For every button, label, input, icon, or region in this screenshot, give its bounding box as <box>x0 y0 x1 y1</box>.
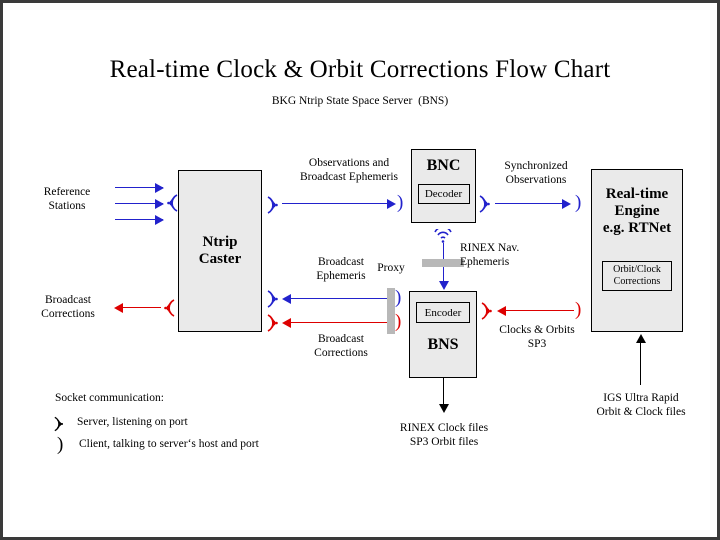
box-bns[interactable]: Encoder BNS <box>409 291 477 378</box>
arrow-igs-to-engine <box>640 343 641 385</box>
box-realtime-engine-label: Real-time Engine e.g. RTNet <box>602 186 672 236</box>
arrowhead-broadcast-corrections-left <box>114 303 123 313</box>
proxy-bar-horizontal <box>387 288 395 334</box>
arrow-ref-station-2 <box>115 203 163 204</box>
box-bns-label: BNS <box>427 336 459 353</box>
arrowhead-bns-to-files <box>439 404 449 413</box>
socket-client-paren-icon-engine-out: ) <box>575 299 582 320</box>
label-synchronized-observations: Synchronized Observations <box>504 160 568 187</box>
arrowhead-ref-station-2 <box>155 199 164 209</box>
arrowhead-broadcast-corrections-mid <box>282 318 291 328</box>
box-ntrip-caster-label: Ntrip Caster <box>198 234 242 267</box>
socket-client-paren-icon-bns-beph: ) <box>395 287 402 308</box>
socket-server-icon-caster-out <box>161 296 177 325</box>
box-orbit-clock-corrections[interactable]: Orbit/Clock Corrections <box>602 261 672 291</box>
arrowhead-igs-to-engine <box>636 334 646 343</box>
box-bnc-label: BNC <box>426 157 461 174</box>
arrow-clocks-orbits-sp3 <box>506 310 574 311</box>
box-ntrip-caster[interactable]: Ntrip Caster <box>178 170 262 332</box>
socket-server-icon-caster-beph <box>265 287 281 316</box>
socket-client-paren-icon-bnc-in: ) <box>397 192 404 213</box>
page-subtitle: BKG Ntrip State Space Server (BNS) <box>271 95 449 107</box>
socket-server-icon-bns-out <box>479 299 495 328</box>
arrow-broadcast-ephemeris <box>291 298 394 299</box>
arrow-broadcast-corrections-mid <box>291 322 394 323</box>
box-bnc-decoder[interactable]: Decoder <box>417 184 470 204</box>
arrowhead-synchronized-observations <box>562 199 571 209</box>
label-rinex-clock-sp3-files: RINEX Clock files SP3 Orbit files <box>399 422 489 449</box>
box-bnc[interactable]: BNC Decoder <box>411 149 476 223</box>
label-igs-ultra-rapid: IGS Ultra Rapid Orbit & Clock files <box>596 392 686 419</box>
arrowhead-ref-station-3 <box>155 215 164 225</box>
arrowhead-ref-station-1 <box>155 183 164 193</box>
legend-heading: Socket communication: <box>55 392 164 404</box>
socket-server-icon-caster-obs <box>265 193 281 222</box>
socket-server-icon-caster-bcorr <box>265 311 281 340</box>
socket-client-paren-icon-bns-bcorr: ) <box>395 311 402 332</box>
label-broadcast-corrections-left: Broadcast Corrections <box>41 294 95 321</box>
label-clocks-orbits-sp3: Clocks & Orbits SP3 <box>499 324 575 351</box>
legend-client-label: Client, talking to server‘s host and por… <box>79 438 259 450</box>
label-observations-broadcast-ephemeris: Observations and Broadcast Ephemeris <box>299 157 399 184</box>
arrowhead-observations-to-bnc <box>387 199 396 209</box>
arrow-ref-station-1 <box>115 187 163 188</box>
arrow-ref-station-3 <box>115 219 163 220</box>
proxy-bar-vertical <box>422 259 464 267</box>
arrowhead-rinex-nav-to-bns <box>439 281 449 290</box>
arrowhead-broadcast-ephemeris <box>282 294 291 304</box>
arrow-synchronized-observations <box>495 203 565 204</box>
socket-server-icon-bnc-out <box>477 192 493 221</box>
socket-server-icon-legend <box>51 414 67 437</box>
box-realtime-engine[interactable]: Real-time Engine e.g. RTNet Orbit/Clock … <box>591 169 683 332</box>
arrow-broadcast-corrections-left <box>123 307 161 308</box>
box-bns-encoder[interactable]: Encoder <box>416 302 470 323</box>
legend-server-label: Server, listening on port <box>77 416 188 428</box>
page-title: Real-time Clock & Orbit Corrections Flow… <box>109 56 611 83</box>
socket-client-paren-icon-legend: ) <box>57 434 64 455</box>
label-reference-stations: Reference Stations <box>43 186 91 213</box>
label-broadcast-ephemeris: Broadcast Ephemeris <box>316 256 366 283</box>
socket-server-icon-caster-in <box>164 191 180 220</box>
arrow-observations-to-bnc <box>282 203 390 204</box>
arrowhead-clocks-orbits-sp3 <box>497 306 506 316</box>
label-rinex-nav-ephemeris: RINEX Nav. Ephemeris <box>460 242 520 269</box>
arrow-bns-to-files <box>443 378 444 408</box>
socket-client-paren-icon-engine-in: ) <box>575 192 582 213</box>
label-broadcast-corrections-mid: Broadcast Corrections <box>314 333 368 360</box>
label-proxy: Proxy <box>377 262 405 274</box>
